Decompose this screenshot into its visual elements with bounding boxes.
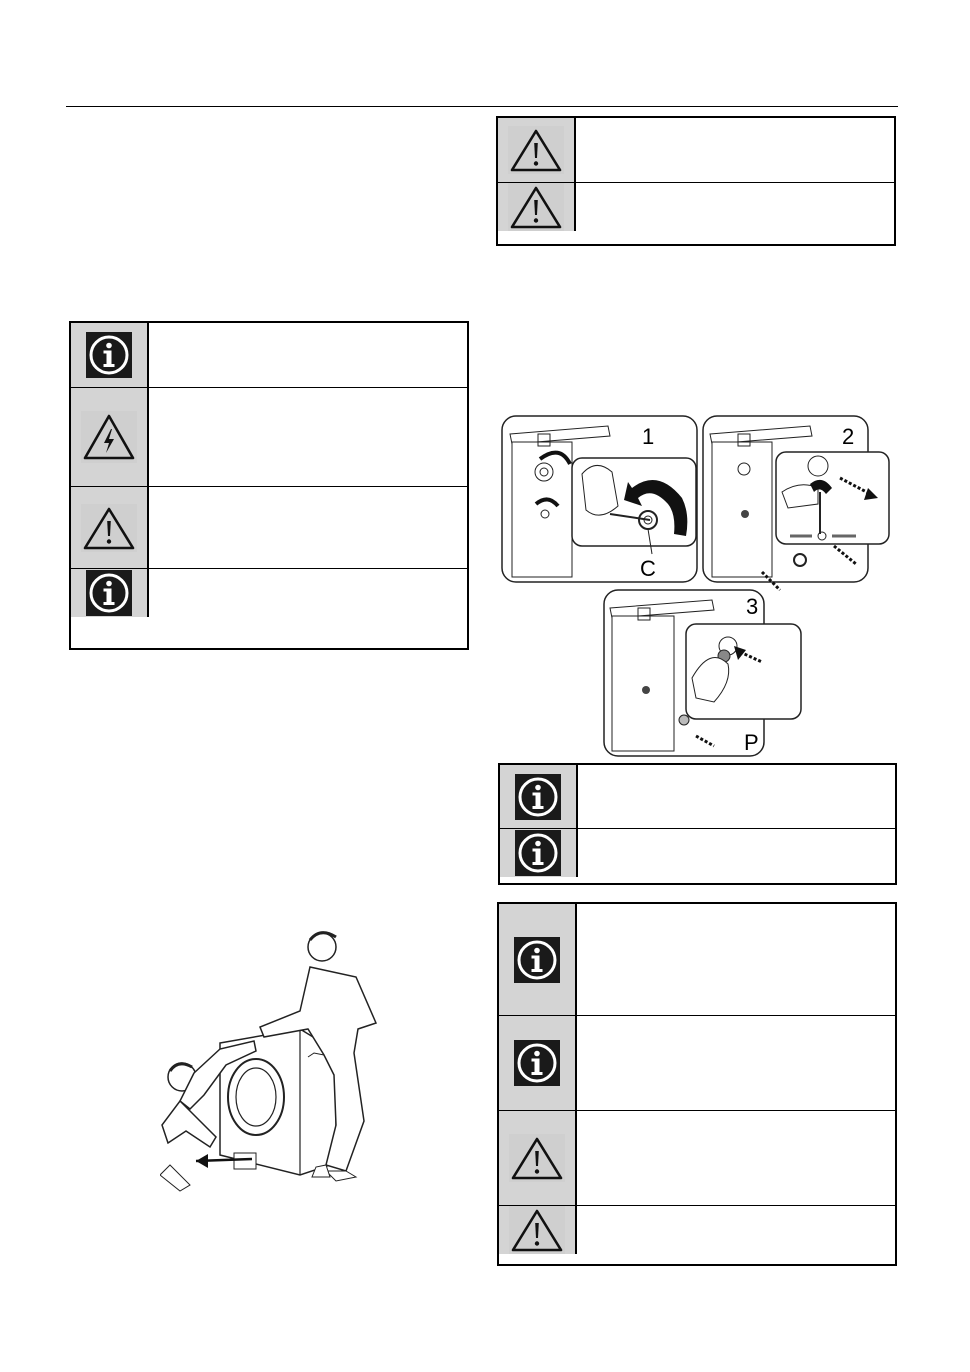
caption-c: C [640,556,656,581]
notice-row [500,828,895,877]
notice-table-left [69,321,469,650]
notice-text [576,118,894,182]
info-icon [514,829,562,877]
info-icon [514,773,562,821]
icon-cell [499,1016,577,1110]
icon-cell [71,487,149,568]
step-3-number: 3 [746,594,758,619]
notice-row [498,118,894,182]
icon-cell [71,569,149,617]
bolt-removal-figure: 1 C 2 3 [501,415,890,757]
warning-icon [81,504,137,552]
icon-cell [499,1206,577,1254]
step-1-panel: 1 C [501,415,698,583]
step-3-panel: 3 P [603,589,802,757]
warning-icon [508,126,564,174]
notice-table-right-bottom [497,902,897,1266]
step-1-number: 1 [642,424,654,449]
notice-table-right-mid [498,763,897,885]
notice-text [149,487,467,568]
electric-hazard-icon [81,411,137,463]
notice-text [577,1206,895,1254]
icon-cell [500,829,578,877]
notice-text [576,183,894,231]
notice-table-right-top [496,116,896,246]
warning-icon [508,183,564,231]
notice-row [71,568,467,617]
notice-row [71,387,467,486]
notice-row [499,1205,895,1254]
icon-cell [499,1111,577,1205]
info-icon [513,1039,561,1087]
warning-icon [509,1134,565,1182]
icon-cell [71,323,149,387]
step-2-number: 2 [842,424,854,449]
tilting-machine-illustration [160,931,378,1192]
notice-row [499,1015,895,1110]
info-icon [85,569,133,617]
notice-text [578,765,895,828]
icon-cell [500,765,578,828]
notice-text [149,388,467,486]
notice-text [578,829,895,877]
notice-text [149,569,467,617]
notice-row [71,323,467,387]
step-2-panel: 2 [702,415,890,592]
icon-cell [499,904,577,1015]
warning-icon [509,1206,565,1254]
icon-cell [498,183,576,231]
notice-row [499,904,895,1015]
notice-row [498,182,894,231]
icon-cell [71,388,149,486]
notice-row [500,765,895,828]
notice-text [577,904,895,1015]
info-icon [85,331,133,379]
icon-cell [498,118,576,182]
notice-text [577,1111,895,1205]
header-rule [66,106,898,107]
notice-row [71,486,467,568]
notice-text [577,1016,895,1110]
caption-p: P [744,730,759,755]
notice-row [499,1110,895,1205]
notice-text [149,323,467,387]
info-icon [513,936,561,984]
